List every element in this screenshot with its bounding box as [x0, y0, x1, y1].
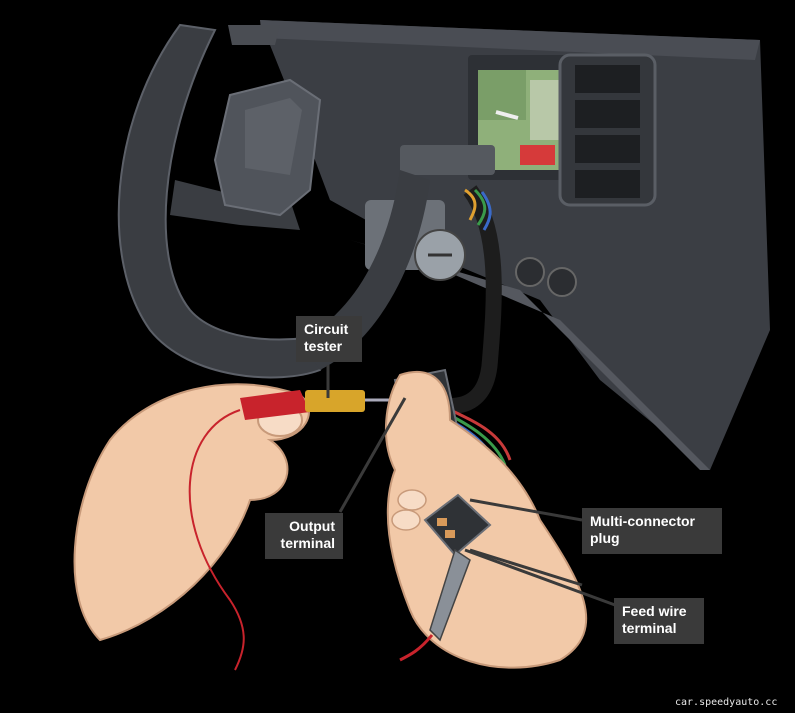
watermark: car.speedyauto.cc: [675, 697, 778, 708]
label-multi-connector-line2: plug: [590, 530, 620, 546]
air-vent: [558, 53, 657, 207]
circuit-tester: [188, 390, 390, 671]
label-feed-wire-line1: Feed wire: [622, 603, 687, 619]
label-circuit-tester-line1: Circuit: [304, 321, 349, 337]
label-feed-wire-line2: terminal: [622, 620, 677, 636]
multi-connector-plug: [399, 493, 492, 662]
label-circuit-tester: Circuit tester: [296, 316, 362, 362]
label-output-terminal-line1: Output: [289, 518, 335, 534]
label-multi-connector-line1: Multi-connector: [590, 513, 695, 529]
label-output-terminal: Output terminal: [265, 513, 343, 559]
label-pointers: [326, 365, 616, 607]
label-feed-wire-terminal: Feed wire terminal: [614, 598, 704, 644]
label-output-terminal-line2: terminal: [280, 535, 335, 551]
label-multi-connector-plug: Multi-connector plug: [582, 508, 722, 554]
right-hand: [385, 371, 588, 669]
dashboard-knobs: [515, 257, 577, 297]
label-circuit-tester-line2: tester: [304, 338, 343, 354]
